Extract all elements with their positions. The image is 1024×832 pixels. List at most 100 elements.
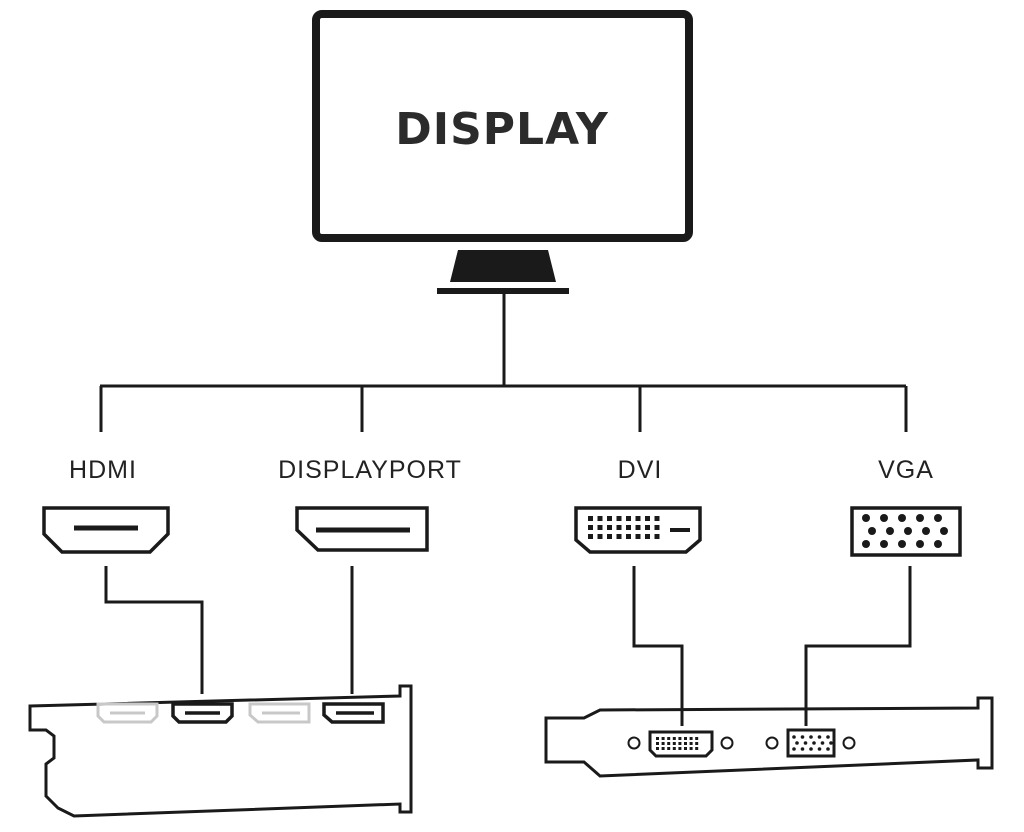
- pin: [880, 514, 888, 522]
- monitor: DISPLAY: [312, 10, 693, 294]
- vga-screw-left: [765, 736, 779, 750]
- pin: [916, 540, 924, 548]
- pin: [689, 737, 693, 740]
- pin: [898, 540, 906, 548]
- pin: [684, 747, 687, 750]
- pin: [661, 737, 665, 740]
- pin: [795, 741, 799, 745]
- pin: [886, 527, 894, 535]
- pin: [667, 742, 671, 745]
- pin: [626, 534, 631, 539]
- pin: [626, 516, 631, 521]
- card-vga-port: [786, 728, 836, 758]
- dvi-pins: [588, 516, 660, 539]
- pin: [689, 747, 693, 750]
- hdmi-label: HDMI: [69, 456, 137, 484]
- card-connection-lines: [104, 566, 912, 726]
- pin: [616, 534, 622, 539]
- display-title: DISPLAY: [395, 104, 609, 155]
- pin: [898, 514, 906, 522]
- pin: [809, 747, 813, 751]
- pin: [684, 742, 687, 745]
- pin: [916, 514, 924, 522]
- displayport-label: DISPLAYPORT: [278, 456, 462, 484]
- pin: [654, 525, 660, 530]
- pin: [616, 525, 622, 530]
- pin: [904, 527, 912, 535]
- pin: [695, 742, 699, 745]
- monitor-screen: [312, 10, 693, 242]
- hdmi-to-card-line: [104, 566, 204, 694]
- pin: [645, 516, 650, 521]
- vga-screw-right: [842, 736, 856, 750]
- pin: [588, 525, 593, 530]
- vga-to-card-line: [804, 566, 912, 726]
- dvi-to-card-line: [632, 566, 684, 726]
- pin: [645, 534, 650, 539]
- dvi-label: DVI: [618, 456, 663, 484]
- pin: [656, 742, 659, 745]
- card-dvi-port: [648, 730, 714, 758]
- pin: [829, 741, 833, 745]
- pin: [678, 742, 682, 745]
- hdmi-port-icon: [42, 506, 170, 554]
- pin: [695, 737, 699, 740]
- displayport-port-icon: [295, 506, 429, 552]
- left-graphics-card-bracket: [28, 684, 413, 818]
- pin: [934, 540, 942, 548]
- pin: [695, 747, 699, 750]
- pin: [635, 534, 641, 539]
- dvi-port-icon: [574, 506, 702, 554]
- pin: [940, 527, 948, 535]
- vga-port-icon: [850, 506, 962, 557]
- pin: [678, 747, 682, 750]
- pin: [626, 525, 631, 530]
- pin: [654, 516, 660, 521]
- pin: [809, 735, 813, 739]
- vga-label: VGA: [878, 456, 934, 484]
- pin: [607, 534, 612, 539]
- dvi-screw-left: [627, 736, 641, 750]
- pin: [645, 525, 650, 530]
- pin: [684, 737, 687, 740]
- pin: [672, 737, 676, 740]
- inactive-hdmi-port: [96, 702, 159, 724]
- pin: [862, 540, 870, 548]
- pin: [635, 516, 641, 521]
- inactive-displayport-port: [248, 702, 311, 724]
- pin: [607, 516, 612, 521]
- active-displayport-port: [322, 702, 385, 724]
- pin: [607, 525, 612, 530]
- pin: [792, 735, 796, 739]
- vga-pins: [862, 514, 948, 548]
- pin: [597, 534, 603, 539]
- pin: [880, 540, 888, 548]
- pin: [820, 741, 825, 745]
- pin: [862, 514, 870, 522]
- pin: [817, 735, 822, 739]
- pin: [800, 735, 805, 739]
- pin: [656, 737, 659, 740]
- pin: [672, 747, 676, 750]
- pin: [656, 747, 659, 750]
- pin: [812, 741, 816, 745]
- pin: [826, 735, 830, 739]
- connection-lines: [99, 294, 908, 432]
- pin: [792, 747, 796, 751]
- pin: [934, 514, 942, 522]
- pin: [800, 747, 805, 751]
- pin: [678, 737, 682, 740]
- pin: [588, 534, 593, 539]
- pin: [817, 747, 822, 751]
- pin: [635, 525, 641, 530]
- pin: [661, 747, 665, 750]
- dvi-screw-right: [720, 736, 734, 750]
- pin: [616, 516, 622, 521]
- monitor-stand-base: [437, 288, 569, 294]
- pin: [803, 741, 808, 745]
- right-graphics-card-bracket: [544, 696, 994, 778]
- pin: [826, 747, 830, 751]
- pin: [597, 516, 603, 521]
- pin: [588, 516, 593, 521]
